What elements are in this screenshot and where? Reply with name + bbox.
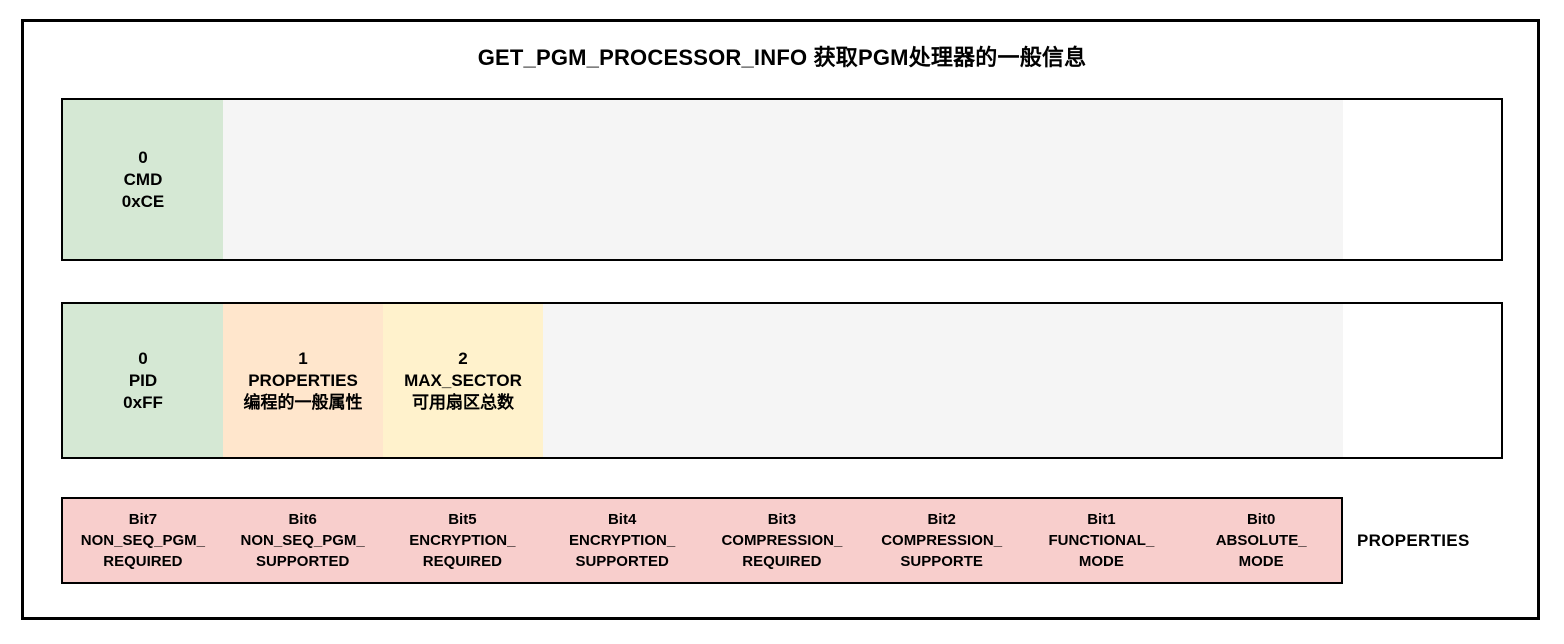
properties-byte-cell: 1 PROPERTIES 编程的一般属性 — [223, 304, 383, 457]
cmd-row-reserved-area — [223, 100, 1343, 259]
byte-value: 可用扇区总数 — [412, 392, 514, 412]
bit-number: Bit7 — [128, 511, 158, 528]
bit-number: Bit2 — [927, 511, 956, 528]
bit-name-line1: ENCRYPTION_ — [569, 532, 676, 549]
bit-name-line2: REQUIRED — [742, 553, 822, 570]
bit-name-line2: MODE — [1238, 553, 1284, 570]
byte-index: 2 — [458, 348, 468, 368]
bit-name-line1: NON_SEQ_PGM_ — [80, 532, 205, 549]
bit2-cell: Bit2 COMPRESSION_ SUPPORTE — [862, 499, 1022, 582]
byte-index: 1 — [298, 348, 308, 368]
bit-name-line2: SUPPORTED — [575, 553, 669, 570]
bit6-cell: Bit6 NON_SEQ_PGM_ SUPPORTED — [223, 499, 383, 582]
bit3-cell: Bit3 COMPRESSION_ REQUIRED — [702, 499, 862, 582]
bit-number: Bit0 — [1246, 511, 1276, 528]
bit-name-line1: ABSOLUTE_ — [1215, 532, 1307, 549]
bit-number: Bit4 — [607, 511, 637, 528]
cmd-byte-row: 0 CMD 0xCE — [61, 98, 1503, 261]
byte-name: PID — [128, 370, 158, 390]
bit-name-line1: FUNCTIONAL_ — [1048, 532, 1155, 549]
bit1-cell: Bit1 FUNCTIONAL_ MODE — [1022, 499, 1182, 582]
bit-name-line1: NON_SEQ_PGM_ — [240, 532, 365, 549]
pid-row-reserved-area — [543, 304, 1343, 457]
properties-bits-row: Bit7 NON_SEQ_PGM_ REQUIRED Bit6 NON_SEQ_… — [61, 497, 1343, 584]
byte-value: 编程的一般属性 — [243, 392, 363, 412]
bit0-cell: Bit0 ABSOLUTE_ MODE — [1181, 499, 1341, 582]
bit5-cell: Bit5 ENCRYPTION_ REQUIRED — [383, 499, 543, 582]
byte-value: 0xFF — [123, 392, 163, 412]
diagram-title: GET_PGM_PROCESSOR_INFO 获取PGM处理器的一般信息 — [477, 45, 1087, 70]
pid-byte-row: 0 PID 0xFF 1 PROPERTIES 编程的一般属性 2 MAX_SE… — [61, 302, 1503, 459]
bit-name-line1: ENCRYPTION_ — [409, 532, 516, 549]
bit4-cell: Bit4 ENCRYPTION_ SUPPORTED — [542, 499, 702, 582]
max-sector-byte-cell: 2 MAX_SECTOR 可用扇区总数 — [383, 304, 543, 457]
cmd-byte-cell: 0 CMD 0xCE — [63, 100, 223, 259]
byte-index: 0 — [138, 147, 148, 167]
byte-name: MAX_SECTOR — [404, 370, 522, 390]
pid-row-empty-area — [1343, 304, 1501, 457]
bit-number: Bit1 — [1087, 511, 1116, 528]
bit-name-line2: REQUIRED — [103, 553, 183, 570]
properties-register-label: PROPERTIES — [1357, 530, 1470, 550]
byte-name: PROPERTIES — [248, 370, 358, 390]
bit-number: Bit5 — [448, 511, 477, 528]
byte-value: 0xCE — [121, 191, 165, 211]
bit-name-line2: REQUIRED — [422, 553, 502, 570]
bit7-cell: Bit7 NON_SEQ_PGM_ REQUIRED — [63, 499, 223, 582]
bit-name-line2: MODE — [1078, 553, 1124, 570]
byte-name: CMD — [123, 169, 163, 189]
bit-name-line2: SUPPORTE — [900, 553, 983, 570]
pid-byte-cell: 0 PID 0xFF — [63, 304, 223, 457]
bit-number: Bit3 — [767, 511, 797, 528]
bit-name-line1: COMPRESSION_ — [721, 532, 843, 549]
bit-name-line1: COMPRESSION_ — [881, 532, 1003, 549]
bit-number: Bit6 — [288, 511, 317, 528]
bit-name-line2: SUPPORTED — [255, 553, 350, 570]
cmd-row-empty-area — [1343, 100, 1501, 259]
byte-index: 0 — [138, 348, 148, 368]
